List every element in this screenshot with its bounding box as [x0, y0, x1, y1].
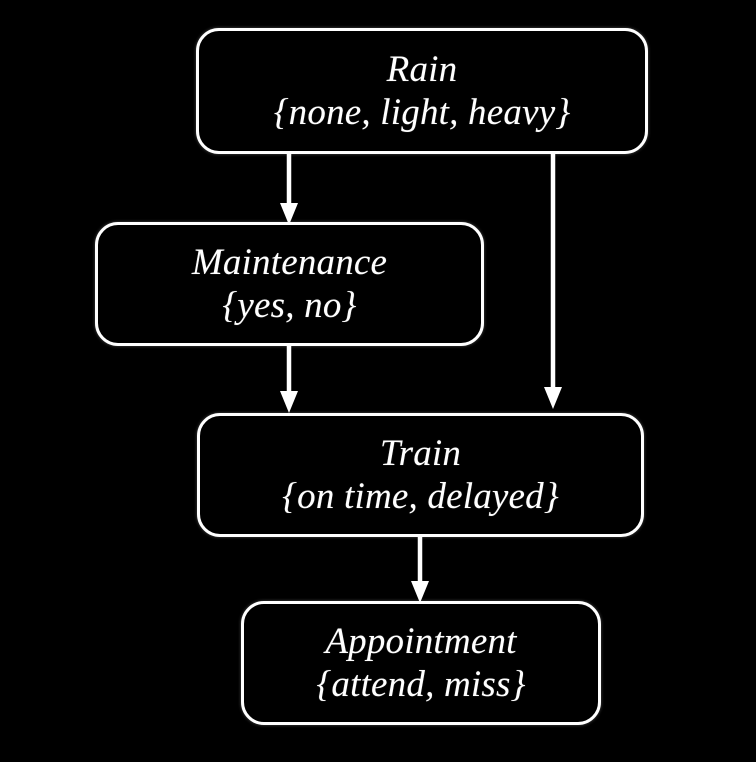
node-rain-label: Rain: [386, 48, 458, 90]
edge-rain-to-train: [536, 152, 570, 410]
node-rain[interactable]: Rain {none, light, heavy}: [196, 28, 648, 154]
node-rain-states: {none, light, heavy}: [273, 92, 571, 133]
node-maintenance-states: {yes, no}: [222, 285, 357, 326]
node-maintenance[interactable]: Maintenance {yes, no}: [95, 222, 484, 346]
node-maintenance-label: Maintenance: [191, 241, 388, 283]
edge-train-to-appointment: [403, 534, 437, 604]
node-train[interactable]: Train {on time, delayed}: [197, 413, 644, 537]
node-appointment-label: Appointment: [325, 620, 517, 662]
node-appointment[interactable]: Appointment {attend, miss}: [241, 601, 601, 725]
node-train-label: Train: [379, 432, 462, 474]
edge-maintenance-to-train: [272, 344, 306, 414]
node-train-states: {on time, delayed}: [282, 476, 559, 517]
node-appointment-states: {attend, miss}: [316, 664, 526, 705]
edge-rain-to-maintenance: [272, 152, 306, 226]
